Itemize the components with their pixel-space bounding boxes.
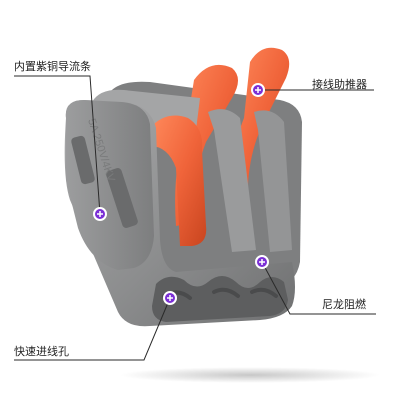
wire-holes [152,276,288,322]
side-slot-1 [71,135,95,185]
label-pusher: 接线助推器 [312,78,367,91]
marker-pusher [251,83,265,97]
label-hole: 快速进线孔 [14,345,69,358]
label-conductor: 内置紫铜导流条 [14,60,91,73]
label-nylon: 尼龙阻燃 [322,298,366,311]
rib-2 [254,110,292,252]
floor-shadow [120,367,380,383]
marker-conductor [93,207,107,221]
lever-front [150,115,207,247]
side-slot-2 [106,168,138,228]
callout-line-conductor [14,75,101,215]
callout-line-hole [14,297,171,361]
callout-line-nylon [261,261,376,315]
marker-hole [163,291,177,305]
rib-1 [208,109,256,252]
marker-nylon [255,255,269,269]
